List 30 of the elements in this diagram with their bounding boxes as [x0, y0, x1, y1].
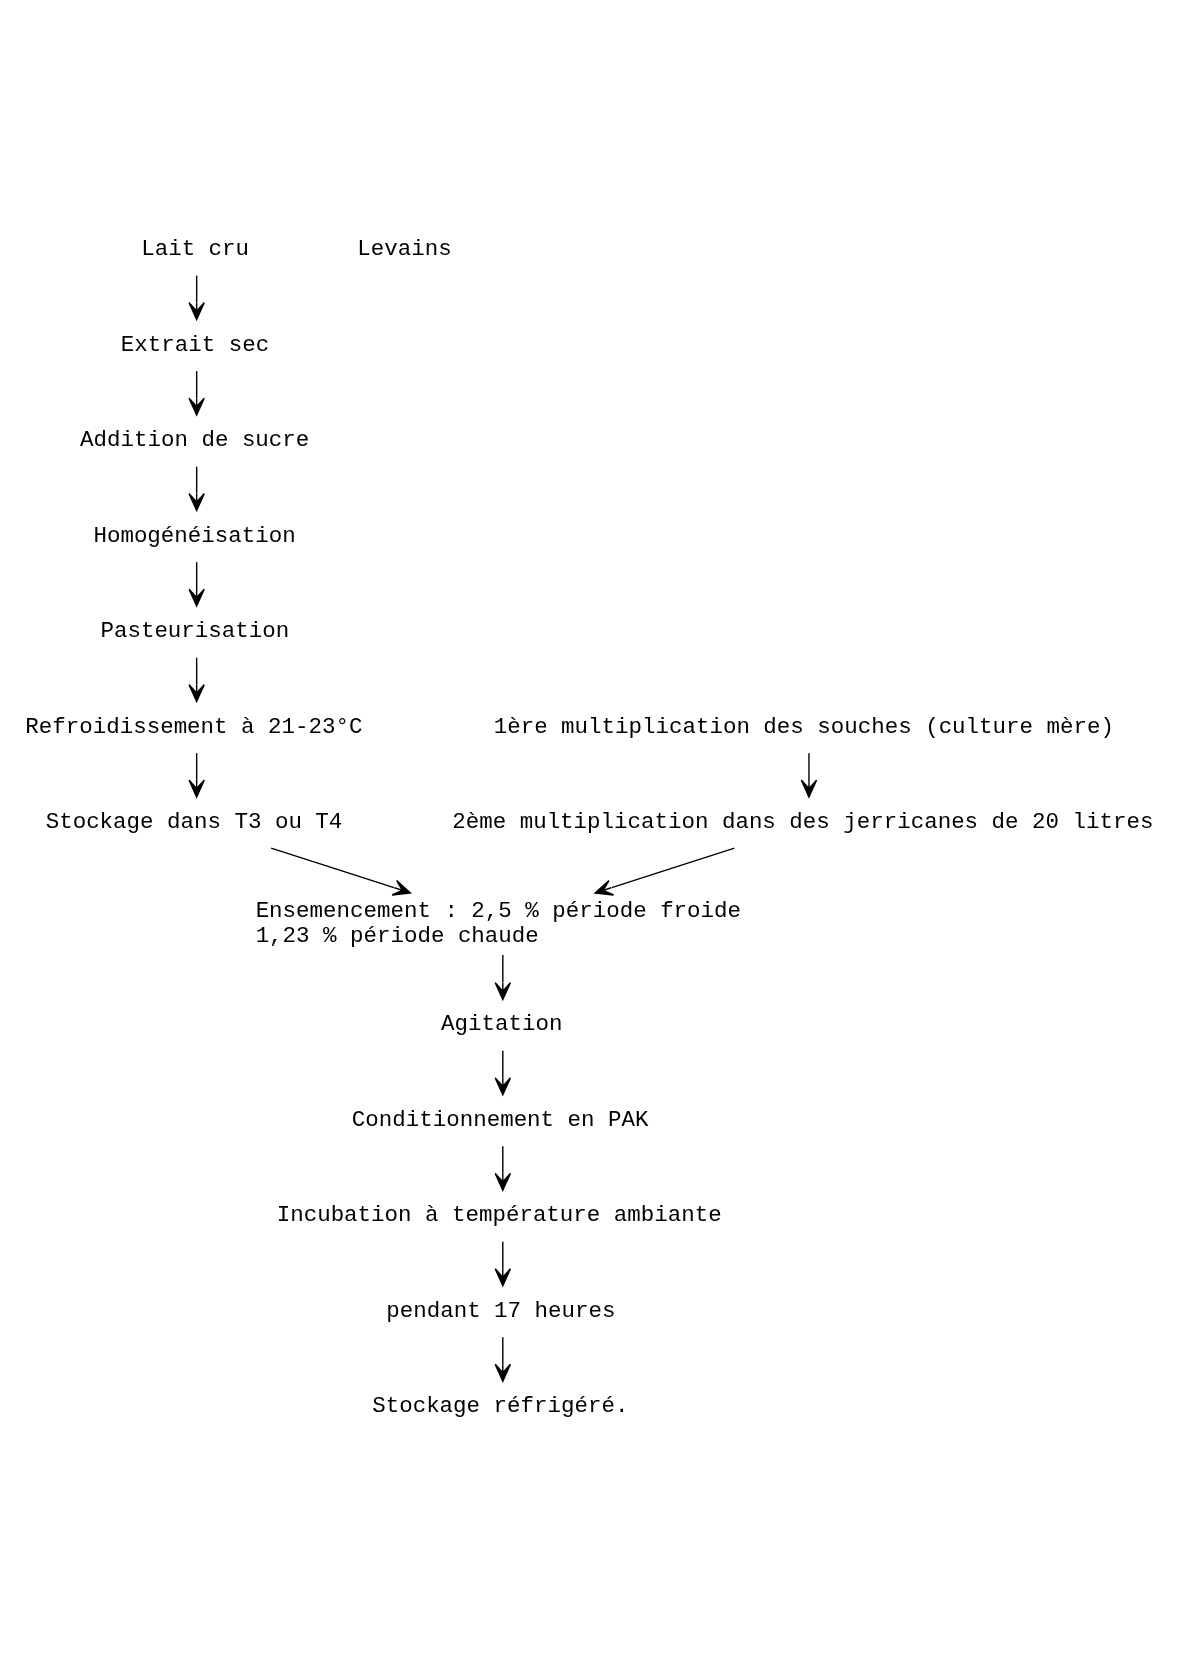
arrow: [494, 1049, 512, 1095]
arrow: [494, 1240, 512, 1286]
label: Levains: [357, 235, 452, 262]
node-text: pendant 17 heures: [386, 1297, 616, 1324]
arrow: [494, 953, 512, 1000]
node-text: Stockage réfrigéré.: [372, 1392, 629, 1419]
arrow: [188, 560, 205, 607]
node-text: Refroidissement à 21-23°C: [25, 713, 363, 740]
node-text: Agitation: [441, 1010, 563, 1037]
arrow: [270, 847, 412, 896]
node-text: Homogénéisation: [93, 522, 296, 549]
node-text: Conditionnement en PAK: [351, 1106, 649, 1133]
arrow: [188, 751, 205, 798]
node-text: 2ème multiplication dans des jerricanes de 20 litres: [452, 808, 1154, 835]
node-text: Stockage dans T3 ou T4: [45, 808, 343, 835]
node-text: Ensemencement : 2,5 % période froide 1,23 % période chaude: [255, 897, 742, 949]
node-text: Incubation à température ambiante: [276, 1201, 722, 1228]
arrow: [594, 847, 736, 896]
arrow: [188, 369, 205, 416]
node-text: Pasteurisation: [100, 617, 290, 644]
arrow: [494, 1145, 512, 1191]
arrow: [188, 465, 205, 511]
arrow: [188, 656, 205, 702]
node-text: Addition de sucre: [80, 426, 310, 453]
arrow: [494, 1336, 512, 1382]
node-text: Lait cru: [141, 235, 250, 262]
node-text: 1ère multiplication des souches (culture mère): [493, 713, 1114, 740]
node-text: Extrait sec: [120, 331, 270, 358]
arrow: [800, 751, 818, 798]
arrow: [188, 274, 205, 320]
